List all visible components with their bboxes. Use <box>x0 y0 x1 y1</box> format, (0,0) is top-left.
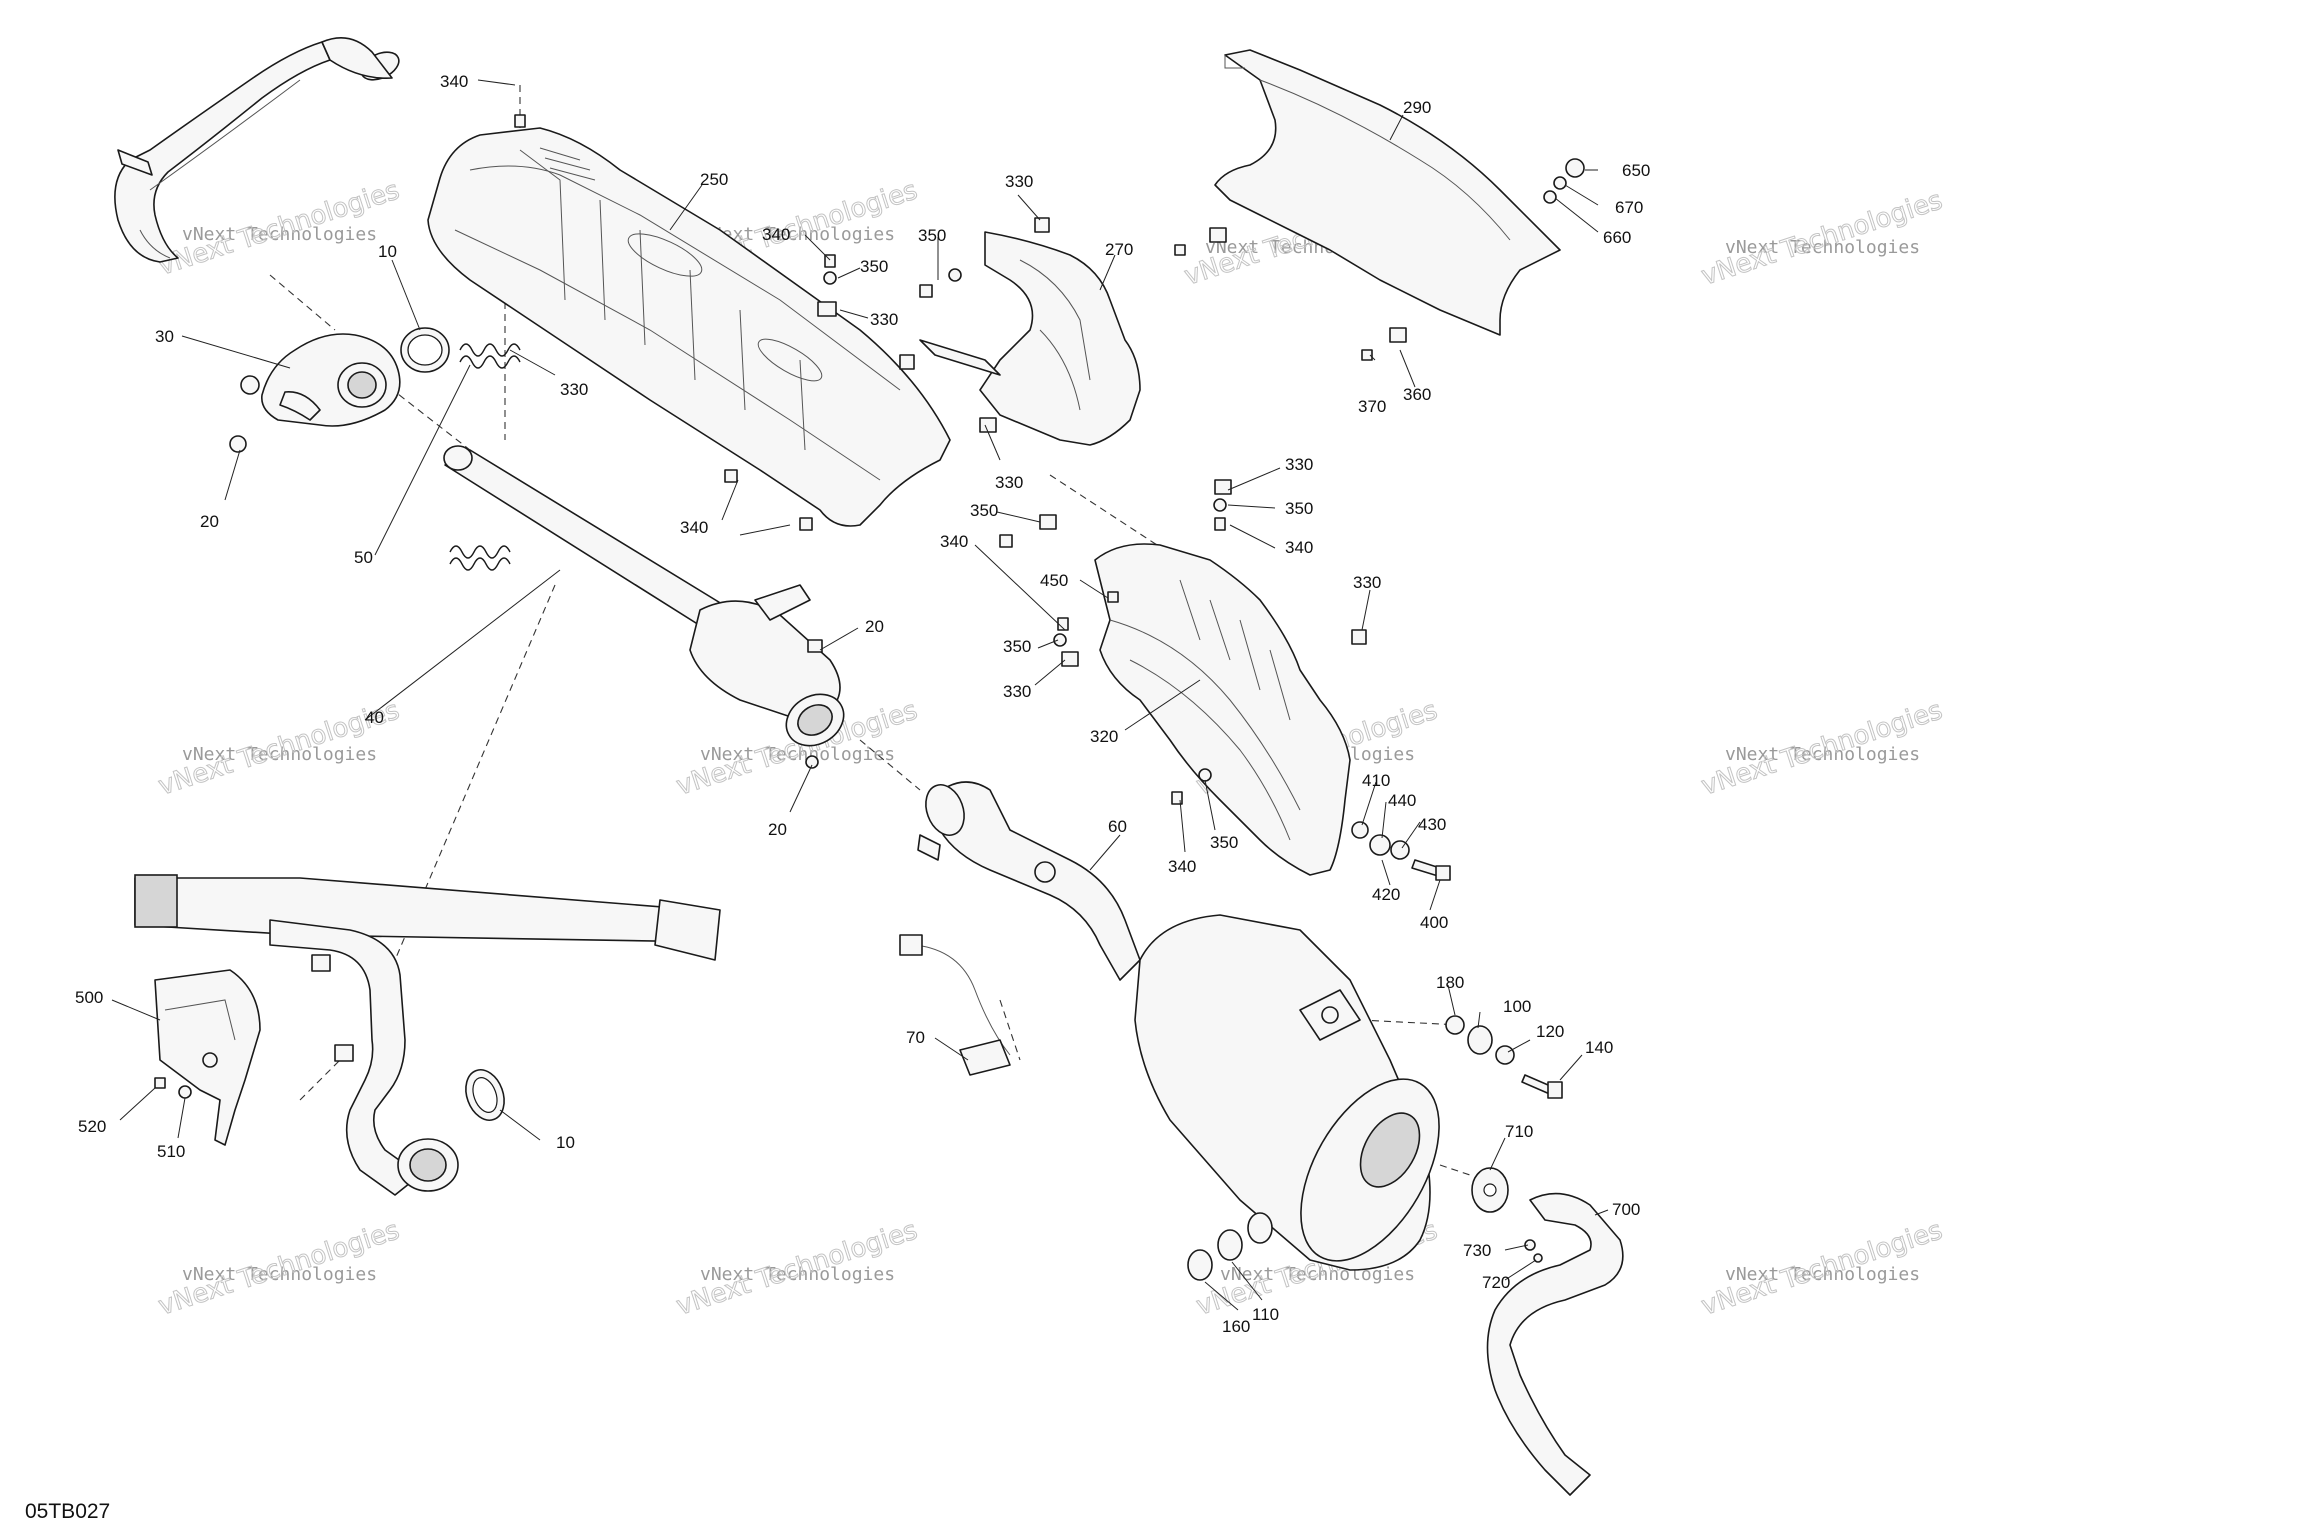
callout-label: 270 <box>1105 240 1133 259</box>
callout-label: 400 <box>1420 913 1448 932</box>
heat-shield-320 <box>1094 543 1351 876</box>
callout-label: 700 <box>1612 1200 1640 1219</box>
callout-label: 360 <box>1403 385 1431 404</box>
callout-label: 30 <box>155 327 174 346</box>
callout-label: 370 <box>1358 397 1386 416</box>
callout-label: 440 <box>1388 791 1416 810</box>
tailpipe-part <box>1471 1167 1624 1496</box>
callout-label: 410 <box>1362 771 1390 790</box>
fastener-hardware <box>154 114 1585 1263</box>
callout-label: 350 <box>1285 499 1313 518</box>
callout-label: 330 <box>870 310 898 329</box>
callout-label: 140 <box>1585 1038 1613 1057</box>
callout-label: 420 <box>1372 885 1400 904</box>
callout-label: 20 <box>200 512 219 531</box>
callout-label: 100 <box>1503 997 1531 1016</box>
watermark-text: vNext Technologies <box>182 744 377 765</box>
callout-label: 160 <box>1222 1317 1250 1336</box>
watermark-text: vNext Technologies <box>700 224 895 245</box>
callout-label: 330 <box>1003 682 1031 701</box>
callout-label: 330 <box>995 473 1023 492</box>
gasket-part <box>400 327 450 373</box>
header-pipe-part <box>114 36 400 263</box>
callout-label: 430 <box>1418 815 1446 834</box>
heat-shield-500 <box>154 969 261 1146</box>
watermark-text: vNext Technologies <box>700 1264 895 1285</box>
callout-label: 350 <box>860 257 888 276</box>
callout-labels: 340 250 10 340 350 330 330 350 270 290 6… <box>75 72 1650 1336</box>
callout-label: 730 <box>1463 1241 1491 1260</box>
watermark-text: vNext Technologies <box>700 744 895 765</box>
callout-label: 350 <box>918 226 946 245</box>
gasket-part <box>465 1069 505 1121</box>
oxygen-sensor-part <box>899 934 1011 1076</box>
callout-label: 350 <box>1210 833 1238 852</box>
callout-label: 340 <box>440 72 468 91</box>
callout-label: 110 <box>1252 1305 1279 1324</box>
muffler-mount-hardware <box>1445 1015 1563 1099</box>
callout-label: 340 <box>1285 538 1313 557</box>
callout-label: 330 <box>1285 455 1313 474</box>
lower-pipe-assembly <box>134 874 721 1196</box>
watermark-text: vNext Technologies <box>1725 1264 1920 1285</box>
heat-shield-250 <box>427 127 951 527</box>
callout-label: 40 <box>365 708 384 727</box>
callout-label: 60 <box>1108 817 1127 836</box>
callout-label: 670 <box>1615 198 1643 217</box>
mid-pipe-part <box>443 445 845 747</box>
callout-label: 340 <box>762 225 790 244</box>
callout-label: 180 <box>1436 973 1464 992</box>
callout-label: 70 <box>906 1028 925 1047</box>
callout-label: 340 <box>1168 857 1196 876</box>
callout-label: 330 <box>1353 573 1381 592</box>
callout-label: 340 <box>940 532 968 551</box>
callout-label: 10 <box>378 242 397 261</box>
callout-label: 350 <box>1003 637 1031 656</box>
washer-hardware <box>1187 1212 1273 1281</box>
leader-lines <box>111 79 1609 1311</box>
callout-label: 660 <box>1603 228 1631 247</box>
callout-label: 710 <box>1505 1122 1533 1141</box>
heat-shield-290 <box>1214 49 1561 336</box>
callout-label: 340 <box>680 518 708 537</box>
callout-label: 320 <box>1090 727 1118 746</box>
callout-label: 720 <box>1482 1273 1510 1292</box>
callout-label: 510 <box>157 1142 185 1161</box>
muffler-part <box>1134 914 1440 1271</box>
callout-label: 250 <box>700 170 728 189</box>
callout-label: 20 <box>865 617 884 636</box>
callout-label: 330 <box>1005 172 1033 191</box>
callout-label: 50 <box>354 548 373 567</box>
figure-code: 05TB027 <box>25 1500 110 1523</box>
watermark-text: vNext Technologies <box>182 224 377 245</box>
watermark-text: vNext Technologies <box>182 1264 377 1285</box>
manifold-flange-part <box>229 333 401 453</box>
callout-label: 120 <box>1536 1022 1564 1041</box>
watermark-text: vNext Technologies <box>1725 237 1920 258</box>
callout-label: 330 <box>560 380 588 399</box>
callout-label: 350 <box>970 501 998 520</box>
heat-shield-270 <box>919 231 1141 446</box>
callout-label: 10 <box>556 1133 575 1152</box>
watermark-text: vNext Technologies <box>1725 744 1920 765</box>
callout-label: 290 <box>1403 98 1431 117</box>
callout-label: 500 <box>75 988 103 1007</box>
connector-pipe-60 <box>917 781 1141 981</box>
callout-label: 520 <box>78 1117 106 1136</box>
spring-part <box>449 343 521 571</box>
callout-label: 450 <box>1040 571 1068 590</box>
callout-label: 20 <box>768 820 787 839</box>
callout-label: 650 <box>1622 161 1650 180</box>
